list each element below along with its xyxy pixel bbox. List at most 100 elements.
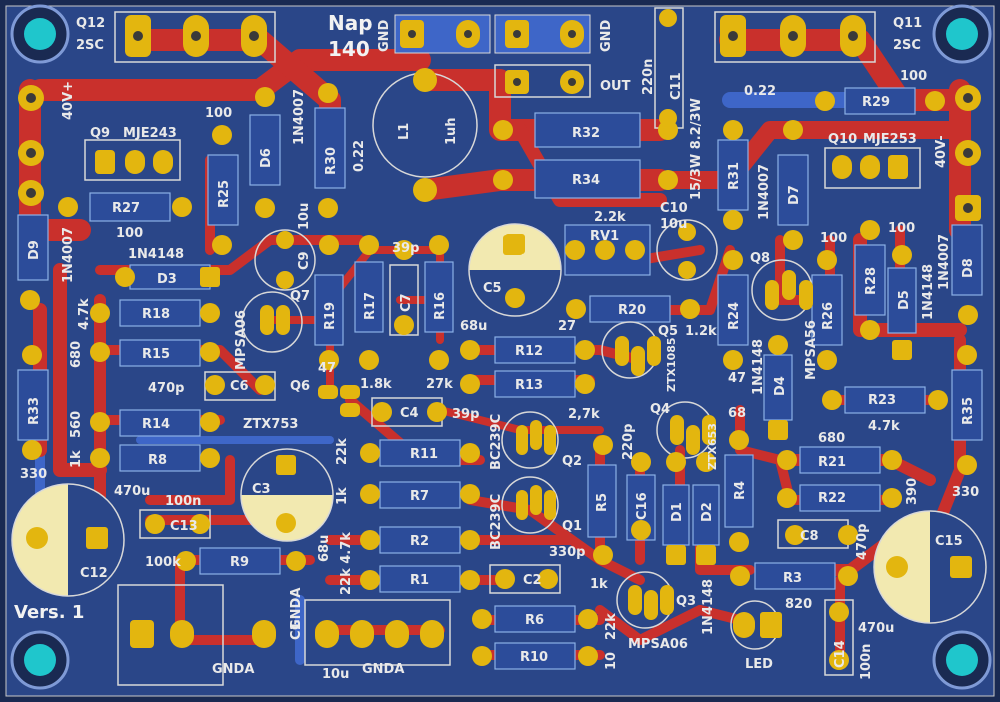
q11-outline xyxy=(714,11,876,63)
label-d8: D8 xyxy=(961,258,976,278)
r31-body xyxy=(717,139,749,211)
q10-outline xyxy=(824,147,921,189)
label-d9v: 1N4007 xyxy=(61,227,76,283)
label-c12v: 100n xyxy=(165,494,201,509)
label-d2: D2 xyxy=(700,502,715,522)
label-r6: R6 xyxy=(525,613,544,628)
label-c16: C16 xyxy=(635,492,650,520)
label-r1v: 22k 4.7k xyxy=(339,532,354,595)
label-c2: C2 xyxy=(523,573,542,588)
label-q4: Q4 xyxy=(650,402,670,417)
label-d1: D1 xyxy=(670,502,685,522)
label-gnd2: GND xyxy=(599,19,614,52)
label-r12v: 68u xyxy=(460,319,487,334)
r10-body xyxy=(494,642,576,670)
label-d3v: 1N4148 xyxy=(128,247,184,262)
board-title-line1: Nap xyxy=(328,11,373,35)
label-l1: L1 xyxy=(397,123,412,140)
label-c10: C10 xyxy=(660,201,688,216)
label-c4v: 39p xyxy=(452,407,479,422)
label-gnda3: GNDA xyxy=(289,588,304,630)
label-r9: R9 xyxy=(230,555,249,570)
label-ztx1: ZTX1085 xyxy=(665,337,678,392)
label-r2: R2 xyxy=(410,534,429,549)
label-c2v: 330p xyxy=(549,545,585,560)
label-q12: Q12 xyxy=(76,16,105,31)
label-d4v: 1N4148 xyxy=(751,339,766,395)
label-c11: C11 xyxy=(669,72,684,100)
label-r27v: 100 xyxy=(116,226,143,241)
label-r19: R19 xyxy=(323,302,338,330)
label-rv1v: 2.2k xyxy=(594,210,626,225)
label-d6: D6 xyxy=(259,148,274,168)
silkscreen-labels: Nap 140 Vers. 1 Q12 2SC Q11 2SC 40V+ 40V… xyxy=(14,11,979,682)
label-c3v: 470u xyxy=(114,484,150,499)
c5-capacitor xyxy=(468,223,562,317)
r18-body xyxy=(119,299,201,327)
r8-body xyxy=(119,444,201,472)
label-c1v: 10u xyxy=(322,667,349,682)
label-gnda2: GNDA xyxy=(362,662,404,677)
label-r7v: 1k xyxy=(335,487,350,505)
r32-body xyxy=(534,112,641,148)
label-r3v: 820 xyxy=(785,597,812,612)
r5-body xyxy=(587,464,617,538)
label-r14v: 560 xyxy=(69,411,84,438)
label-r10v: 10 xyxy=(604,652,619,670)
label-c14: C14 xyxy=(833,640,848,668)
label-c7v: 39p xyxy=(392,241,419,256)
label-d4: D4 xyxy=(773,376,788,396)
label-r25: R25 xyxy=(217,180,232,208)
label-q6: Q6 xyxy=(290,379,310,394)
label-q11v: 2SC xyxy=(893,38,921,53)
label-d3: D3 xyxy=(157,272,177,287)
label-r15v: 680 xyxy=(69,341,84,368)
label-r23v: 4.7k xyxy=(868,419,900,434)
label-q7: Q7 xyxy=(290,289,310,304)
label-r20: R20 xyxy=(618,303,646,318)
label-r4v: 68 xyxy=(728,406,746,421)
label-r30v: 0.22 xyxy=(352,140,367,172)
label-r5: R5 xyxy=(595,493,610,512)
label-c12: C12 xyxy=(80,566,108,581)
c6-outline xyxy=(204,371,276,401)
label-c6: C6 xyxy=(230,379,249,394)
r24-body xyxy=(717,274,749,346)
label-r14: R14 xyxy=(142,417,170,432)
label-r22v: 390 xyxy=(905,478,920,505)
label-q3v: 1k xyxy=(590,577,608,592)
label-r8v: 1k xyxy=(69,450,84,468)
label-r30: R30 xyxy=(324,147,339,175)
label-r29v2: 0.22 xyxy=(744,84,776,99)
r6-body xyxy=(494,605,576,633)
label-r11: R11 xyxy=(410,447,438,462)
label-c5: C5 xyxy=(483,281,502,296)
q12-outline xyxy=(114,11,276,63)
d5-body xyxy=(887,267,917,334)
label-r27: R27 xyxy=(112,201,140,216)
out-header xyxy=(494,64,591,98)
resistor-bodies xyxy=(17,87,983,670)
d7-body xyxy=(777,154,809,226)
input-connector xyxy=(117,584,224,686)
label-q2: Q2 xyxy=(562,454,582,469)
label-r21: R21 xyxy=(818,455,846,470)
label-out: OUT xyxy=(600,79,631,94)
label-c14v: 100n xyxy=(859,644,874,680)
label-r29: R29 xyxy=(862,95,890,110)
label-r21v: 680 xyxy=(818,431,845,446)
label-r16v: 1.8k xyxy=(360,377,392,392)
label-c8: C8 xyxy=(800,529,819,544)
label-mpsa06b: MPSA06 xyxy=(628,637,688,652)
label-c7: C7 xyxy=(399,293,414,312)
label-mje253: MJE253 xyxy=(863,132,917,147)
label-c16v: 220p xyxy=(621,424,636,460)
label-r18: R18 xyxy=(142,307,170,322)
r33-body xyxy=(17,369,49,441)
r27-body xyxy=(89,192,171,222)
r30-body xyxy=(314,107,346,189)
label-d9: D9 xyxy=(27,240,42,260)
r21-body xyxy=(799,446,881,474)
label-c4: C4 xyxy=(400,406,419,421)
label-r3: R3 xyxy=(783,571,802,586)
